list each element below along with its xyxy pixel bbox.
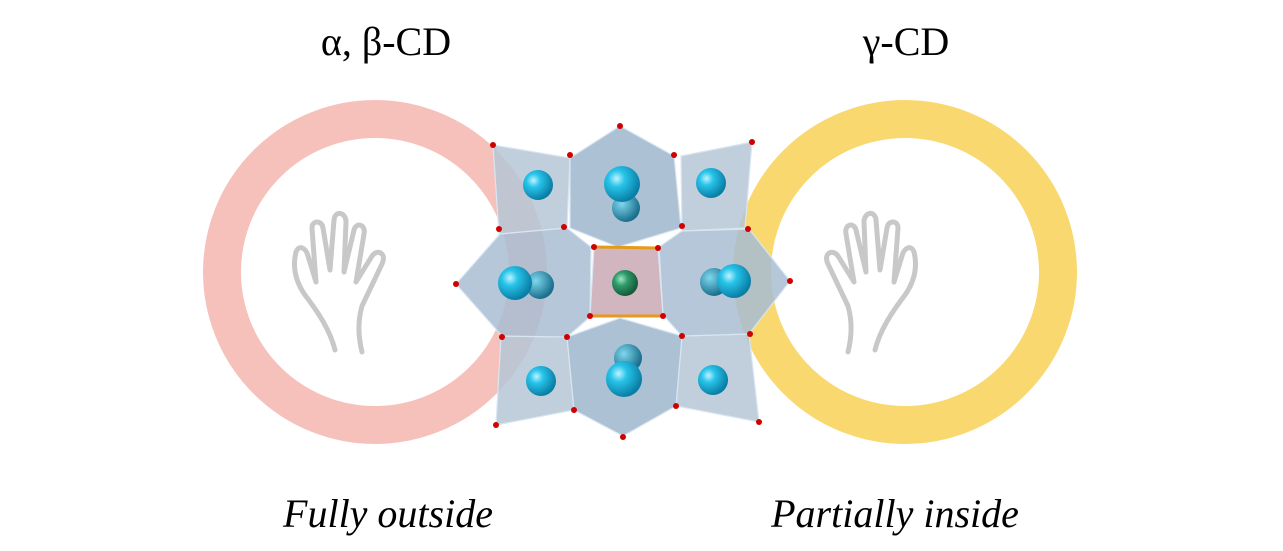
left-hand-icon [291,211,386,355]
center-atom [612,270,638,296]
metal-atoms [498,166,751,397]
right-title: γ-CD [862,19,950,64]
left-caption: Fully outside [283,491,493,536]
right-caption: Partially inside [771,491,1019,536]
left-title: α, β-CD [320,19,452,64]
right-ring [733,100,1077,444]
right-hand-icon [824,211,919,355]
oxygen-atoms [453,123,793,440]
